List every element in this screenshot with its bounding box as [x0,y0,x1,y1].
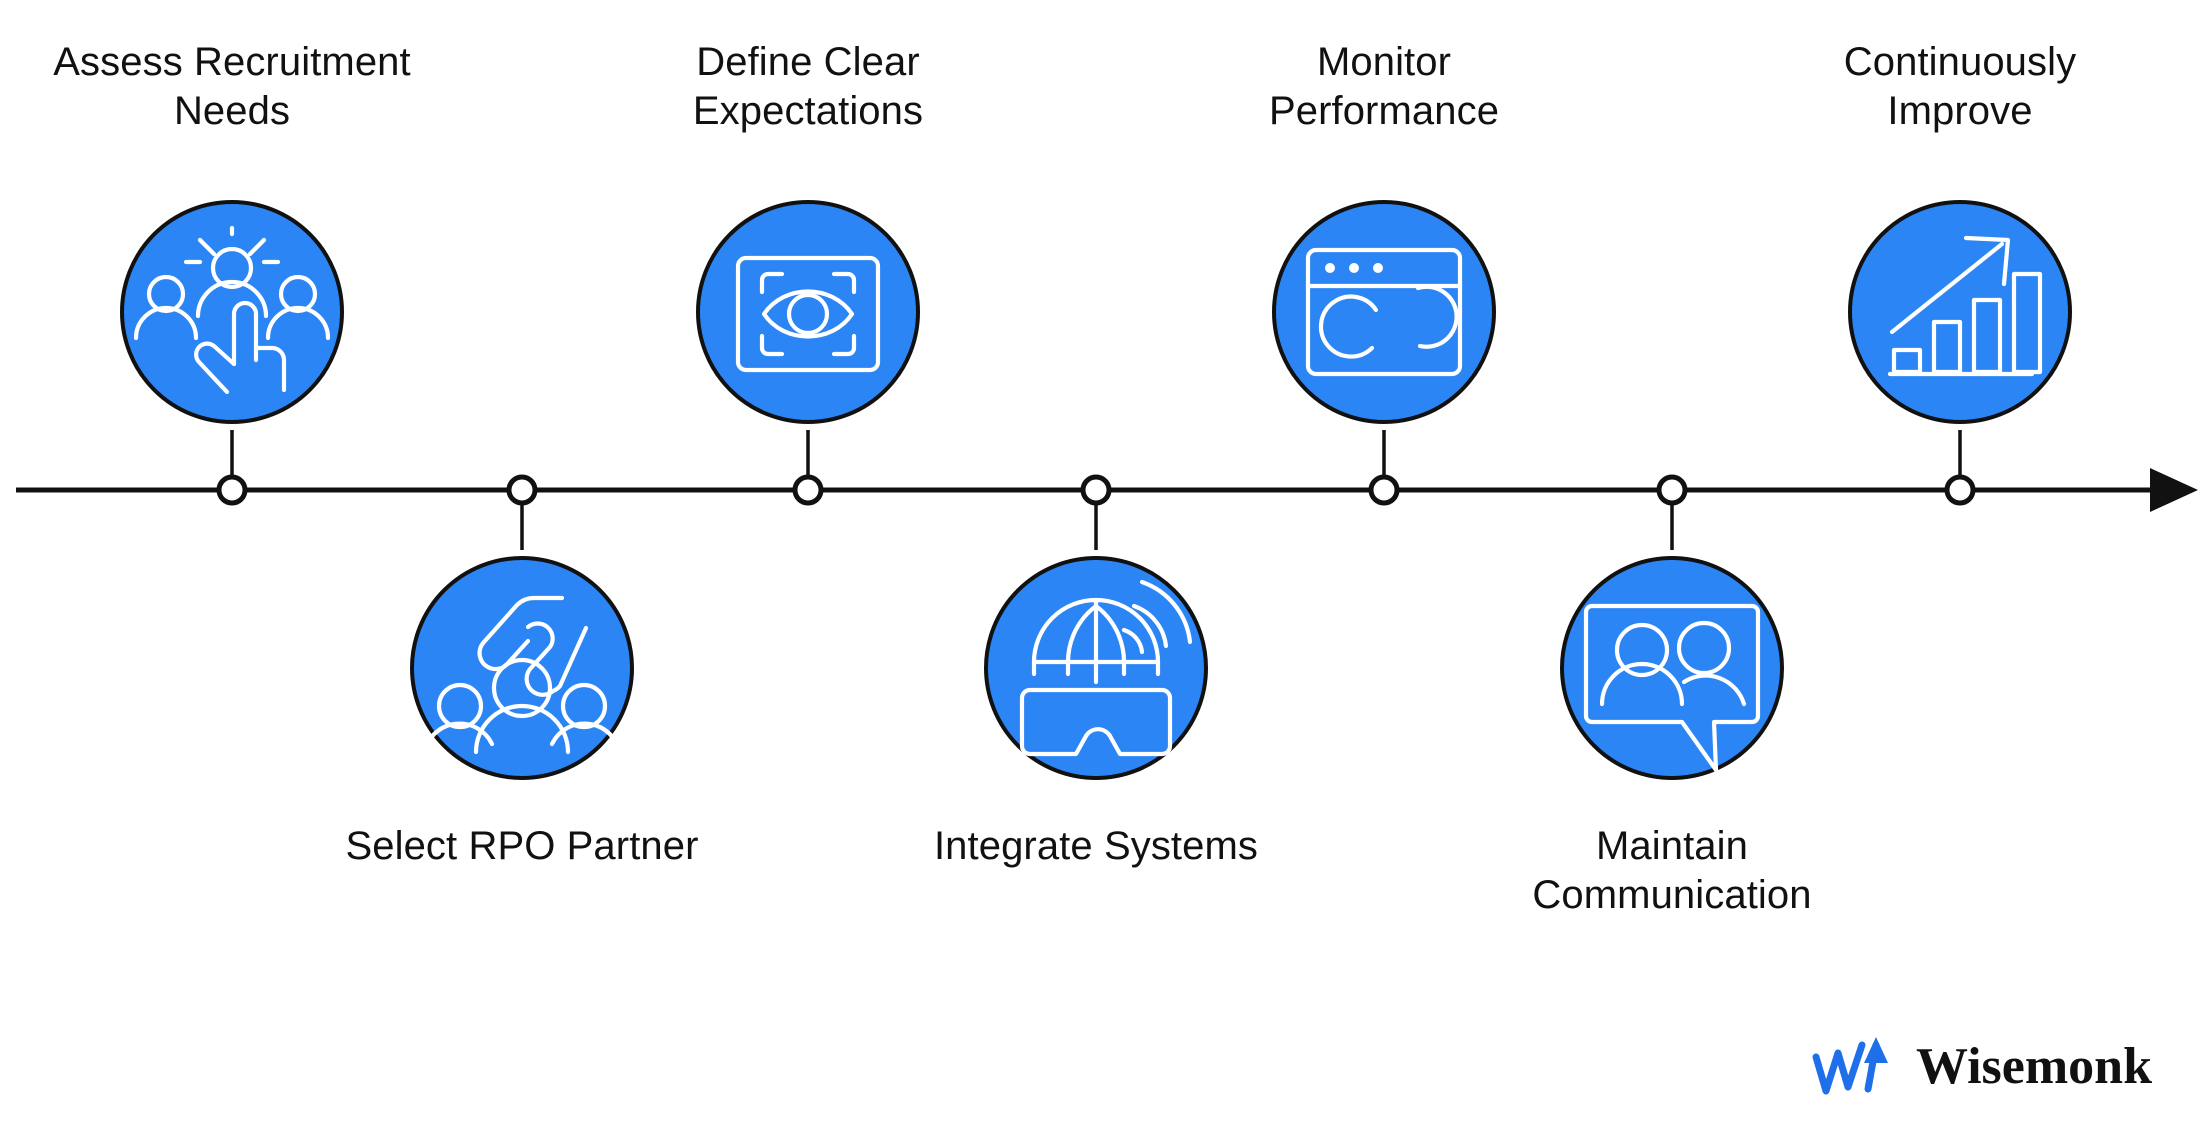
people-select-icon [133,225,331,395]
timeline-node-5[interactable] [1368,474,1400,506]
milestone-label-7: Continuously Improve [1843,40,2077,133]
growth-bar-chart-arrow-icon [1887,235,2043,377]
milestone-label-5: Monitor Performance [1268,40,1500,133]
milestone-circle-6[interactable] [1560,556,1784,780]
milestone-2[interactable] [410,490,634,780]
timeline-node-6[interactable] [1656,474,1688,506]
timeline-node-7[interactable] [1944,474,1976,506]
timeline-node-2[interactable] [506,474,538,506]
people-chat-bubble-icon [1583,603,1761,773]
milestone-label-4: Integrate Systems [933,824,1259,868]
milestone-circle-5[interactable] [1272,200,1496,424]
brand-logo: Wisemonk [1810,1031,2152,1103]
milestone-label-2: Select RPO Partner [345,824,699,868]
hands-holding-people-icon [421,595,623,757]
milestone-3[interactable] [696,200,920,490]
milestone-circle-2[interactable] [410,556,634,780]
eye-scan-frame-icon [735,255,881,373]
milestone-label-6: Maintain Communication [1532,824,1812,917]
milestone-5[interactable] [1272,200,1496,490]
milestone-circle-1[interactable] [120,200,344,424]
milestone-1[interactable] [120,200,344,490]
milestone-circle-3[interactable] [696,200,920,424]
milestone-4[interactable] [984,490,1208,780]
milestone-label-3: Define Clear Expectations [692,40,924,133]
milestone-7[interactable] [1848,200,2072,490]
milestone-label-1: Assess Recruitment Needs [53,40,411,133]
milestone-6[interactable] [1560,490,1784,780]
timeline-node-3[interactable] [792,474,824,506]
globe-wifi-device-icon [1019,579,1193,757]
dashboard-gauges-icon [1305,247,1463,377]
milestone-circle-7[interactable] [1848,200,2072,424]
timeline-node-4[interactable] [1080,474,1112,506]
timeline-arrow-icon [2150,468,2198,512]
brand-name: Wisemonk [1916,1038,2152,1095]
wisemonk-mark-icon [1812,1037,1889,1095]
timeline-node-1[interactable] [216,474,248,506]
